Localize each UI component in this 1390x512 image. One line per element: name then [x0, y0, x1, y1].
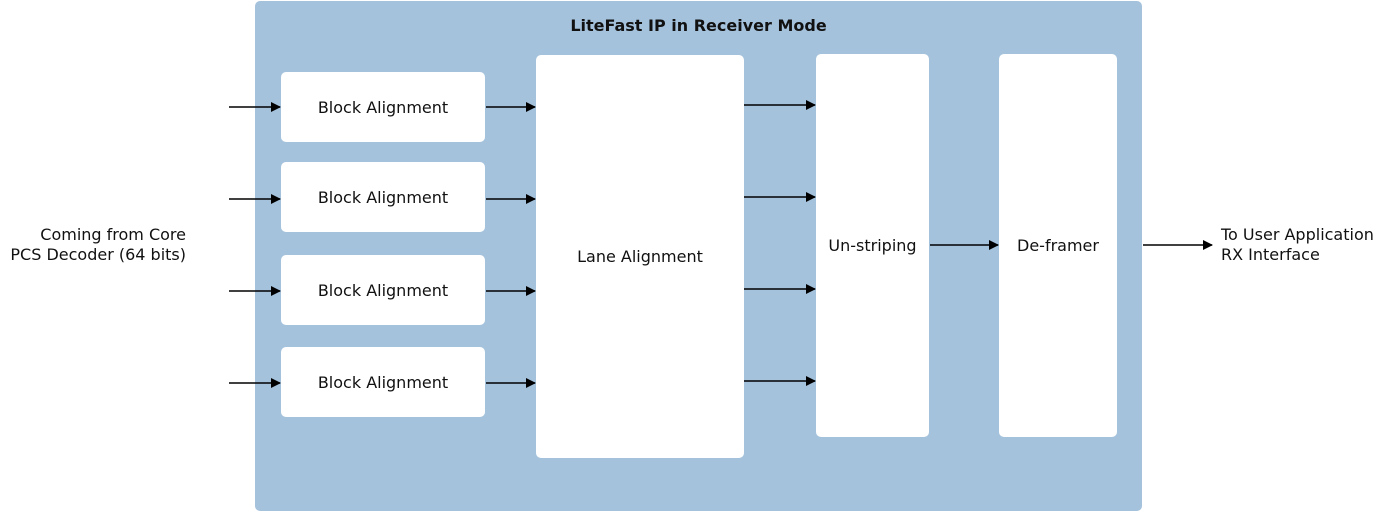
block-alignment-3: Block Alignment	[281, 255, 485, 325]
output-label: To User Application RX Interface	[1221, 225, 1374, 265]
block-alignment-1: Block Alignment	[281, 72, 485, 142]
diagram-title: LiteFast IP in Receiver Mode	[570, 16, 827, 35]
input-label-line-2: PCS Decoder (64 bits)	[10, 245, 186, 264]
output-label-line-1: To User Application	[1221, 225, 1374, 244]
block-alignment-4: Block Alignment	[281, 347, 485, 417]
input-label: Coming from Core PCS Decoder (64 bits)	[10, 225, 186, 265]
unstriping-block: Un-striping	[816, 54, 929, 437]
lane-alignment-block: Lane Alignment	[536, 55, 744, 458]
block-alignment-2: Block Alignment	[281, 162, 485, 232]
output-label-line-2: RX Interface	[1221, 245, 1320, 264]
deframer-block: De-framer	[999, 54, 1117, 437]
input-label-line-1: Coming from Core	[40, 225, 186, 244]
